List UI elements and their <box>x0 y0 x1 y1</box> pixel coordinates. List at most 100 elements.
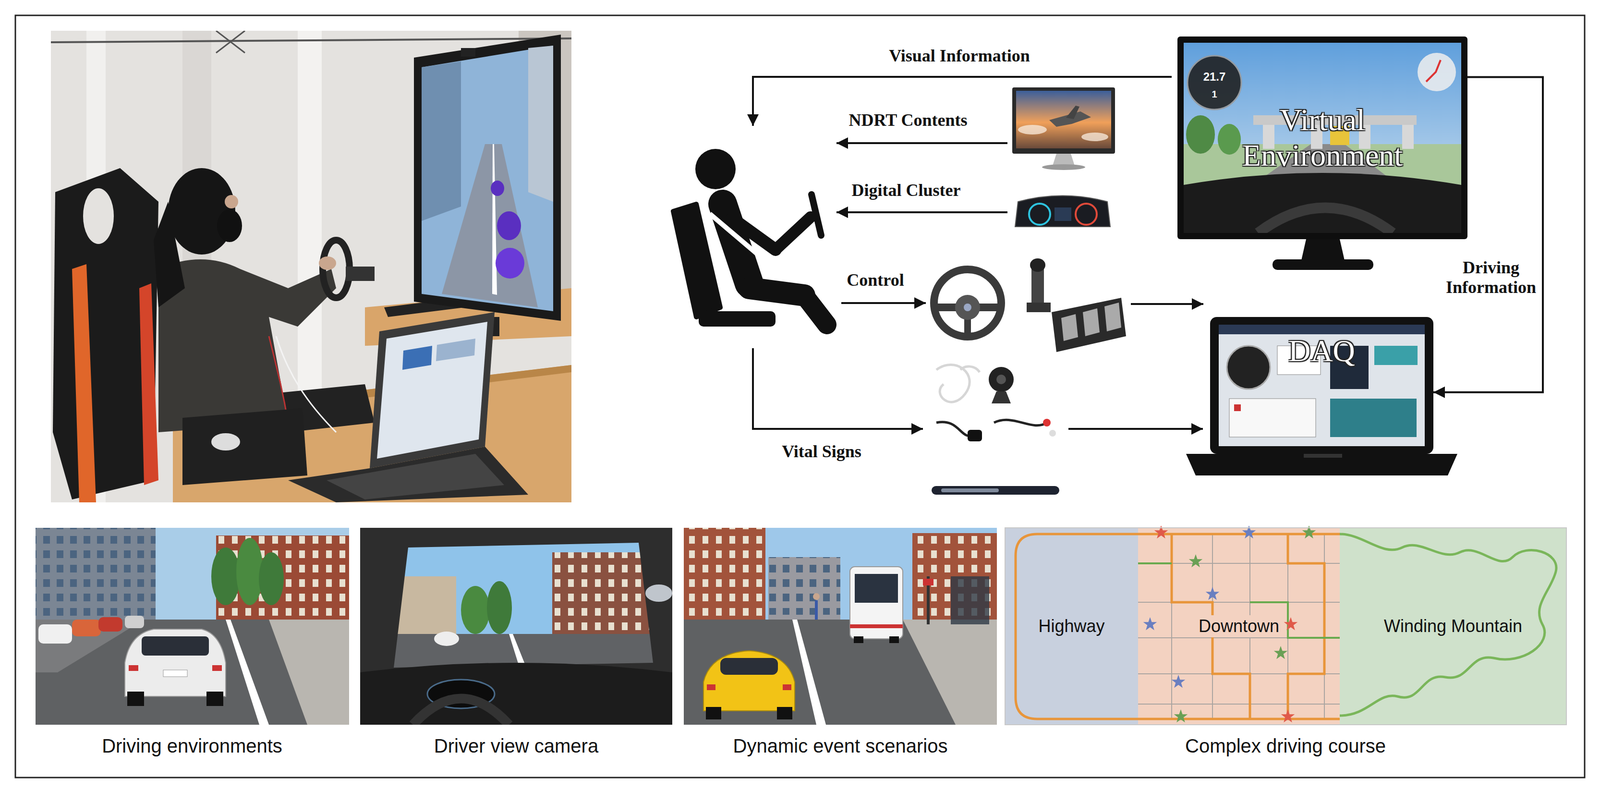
driving-environment-render <box>35 527 156 619</box>
course-map <box>1138 533 1340 719</box>
driving-environment-render <box>98 617 123 632</box>
simulator-photo <box>492 144 497 295</box>
flow-arrows <box>752 348 923 429</box>
driving-environment-render <box>124 615 145 629</box>
shifter-and-pedals <box>1026 302 1051 313</box>
shifter-and-pedals <box>1082 308 1100 337</box>
vital-sign-sensors <box>931 364 1060 495</box>
driving-environment-render <box>163 669 188 677</box>
simulator-photo <box>318 256 337 270</box>
flow-arrows <box>1130 303 1204 305</box>
virtual-environment-monitor <box>1183 172 1462 233</box>
virtual-environment-monitor <box>1217 123 1241 155</box>
steering-wheel <box>933 269 1002 337</box>
digital-cluster <box>1075 203 1097 225</box>
dynamic-event-render <box>812 593 820 600</box>
dynamic-event-render <box>683 619 997 725</box>
course-map <box>1005 525 1567 725</box>
simulator-photo <box>211 433 241 451</box>
course-map <box>1154 525 1298 723</box>
simulator-photo <box>421 45 554 312</box>
simulator-photo <box>460 48 476 57</box>
course-map <box>1138 563 1340 638</box>
simulator-photo <box>413 34 561 321</box>
dynamic-event-render <box>768 557 841 620</box>
ndrt-monitor <box>1012 87 1116 154</box>
driving-environment-render <box>206 691 224 706</box>
simulator-photo <box>224 194 239 209</box>
vital-sign-sensors <box>996 374 1007 385</box>
shifter-and-pedals <box>1061 314 1079 341</box>
connector-arrow <box>1433 76 1543 392</box>
course-map <box>1205 586 1220 600</box>
panel-caption: Driver view camera <box>434 734 599 757</box>
simulator-photo <box>72 264 97 503</box>
driving-environment-render <box>35 527 156 624</box>
virtual-environment-monitor <box>1183 42 1462 233</box>
driving-environment-render <box>35 527 350 725</box>
panel-caption: Complex driving course <box>1185 734 1386 757</box>
dynamic-event-render <box>912 533 997 630</box>
course-map <box>1015 533 1340 719</box>
region-band: Highway <box>1005 527 1139 725</box>
course-map <box>1284 617 1298 631</box>
ndrt-monitor <box>1012 87 1116 170</box>
dynamic-event-render <box>683 527 997 725</box>
simulator-photo <box>216 30 245 53</box>
driver-icon <box>775 217 811 250</box>
driving-environment-render <box>72 619 101 637</box>
driver-view-render <box>460 585 490 634</box>
outer-frame <box>15 15 1585 778</box>
course-map <box>1171 674 1186 688</box>
driving-environment-render <box>225 619 269 725</box>
ndrt-monitor <box>1016 90 1112 149</box>
shifter-and-pedals <box>1051 297 1127 352</box>
virtual-environment-monitor <box>1186 115 1215 154</box>
driver-icon <box>811 194 822 236</box>
driver-view-render <box>434 631 460 646</box>
dynamic-event-render <box>854 573 898 603</box>
dynamic-event-render <box>706 684 716 691</box>
ndrt-monitor <box>1052 153 1075 166</box>
vital-sign-sensors <box>941 488 999 493</box>
simulator-photo <box>441 144 538 308</box>
driving-environment-render <box>127 691 145 706</box>
gear-readout: 1 <box>1211 88 1217 100</box>
dynamic-event-render <box>683 527 997 725</box>
shifter-and-pedals <box>1030 258 1046 272</box>
screen-box: Virtual Environment <box>1177 36 1468 240</box>
driving-environment-render <box>268 619 350 725</box>
driving-environment-render <box>35 619 350 725</box>
driver-view-render <box>360 633 673 725</box>
dynamic-event-render <box>768 557 841 615</box>
flow-label: Visual Information <box>888 46 1031 66</box>
driving-environment-render <box>212 665 222 671</box>
panel-caption: Driving environments <box>101 734 283 757</box>
virtual-environment-monitor <box>1177 36 1468 270</box>
driver-icon <box>695 148 736 190</box>
daq-laptop <box>1303 453 1343 458</box>
simulator-photo <box>345 266 375 281</box>
course-map <box>1005 527 1139 725</box>
virtual-environment-monitor <box>1187 55 1242 110</box>
steering-wheel <box>963 303 972 312</box>
flow-label: Digital Cluster <box>851 180 961 201</box>
dynamic-event-render <box>853 636 864 643</box>
flow-label: Vital Signs <box>781 441 862 462</box>
speed-readout: 21.7 <box>1203 70 1226 84</box>
dynamic-event-render <box>849 624 903 629</box>
dynamic-event-render <box>912 533 997 625</box>
virtual-environment-monitor <box>1258 207 1393 234</box>
ndrt-monitor <box>1081 132 1109 142</box>
simulator-photo <box>288 446 529 503</box>
simulator-photo <box>83 188 114 244</box>
virtual-environment-monitor <box>1272 259 1374 270</box>
simulator-photo <box>528 45 554 202</box>
driver-view-render <box>412 698 510 726</box>
driving-environment-render <box>128 665 139 671</box>
virtual-environment-monitor <box>1301 239 1345 261</box>
ndrt-monitor <box>1018 124 1047 135</box>
virtual-environment-monitor <box>1426 60 1441 82</box>
dynamic-event-render <box>792 619 826 725</box>
dynamic-event-render <box>705 706 722 720</box>
